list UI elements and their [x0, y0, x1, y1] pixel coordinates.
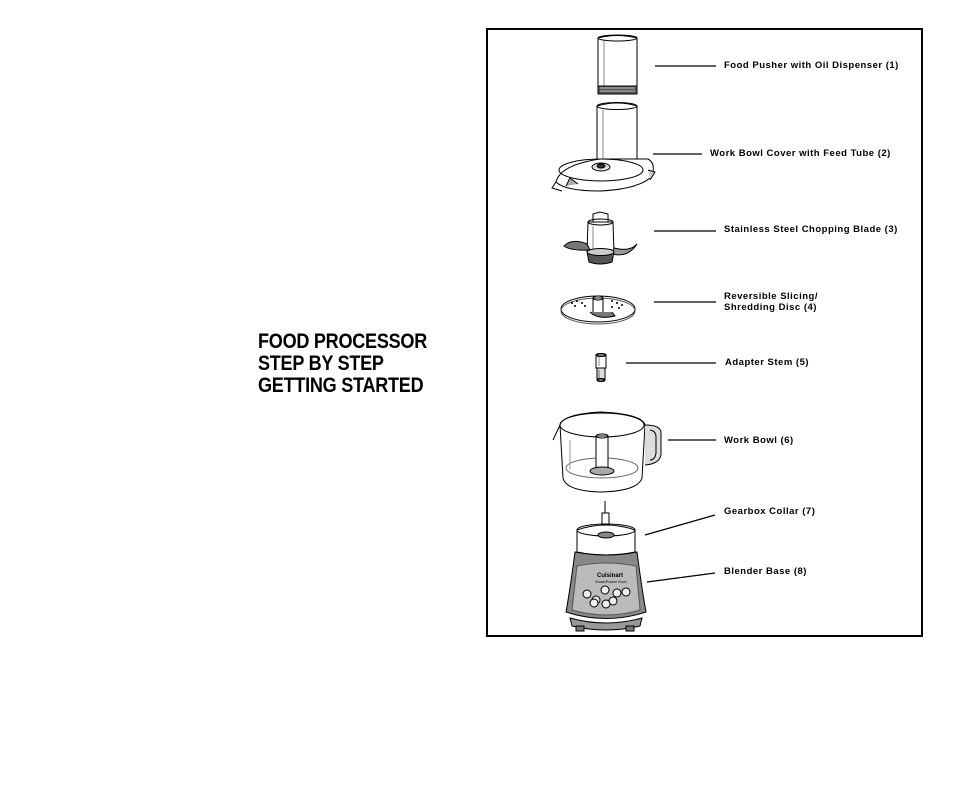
parts-diagram-frame: [486, 28, 923, 637]
title-line-2: STEP BY STEP: [258, 352, 384, 375]
part-label-slicing-disc-line-2: Shredding Disc (4): [724, 302, 817, 313]
part-label-blender-base: Blender Base (8): [724, 566, 807, 577]
leader-line-8: [646, 572, 716, 583]
adapter-stem-illustration: [595, 353, 607, 382]
food-pusher-illustration: [597, 34, 638, 95]
leader-lines: [626, 65, 716, 583]
part-label-chopping-blade: Stainless Steel Chopping Blade (3): [724, 224, 898, 235]
chopping-blade-illustration: [563, 211, 638, 265]
page-title: FOOD PROCESSOR STEP BY STEP GETTING STAR…: [258, 331, 430, 397]
slicing-disc-illustration: [560, 295, 636, 325]
leader-line-7: [644, 514, 716, 536]
part-label-work-bowl-cover: Work Bowl Cover with Feed Tube (2): [710, 148, 891, 159]
part-label-work-bowl: Work Bowl (6): [724, 435, 794, 446]
part-label-adapter-stem: Adapter Stem (5): [725, 357, 810, 368]
blender-base-illustration: Cuisinart SmartPower Duet: [565, 501, 647, 632]
title-line-3: GETTING STARTED: [258, 374, 424, 397]
title-line-1: FOOD PROCESSOR: [258, 330, 427, 353]
base-model: SmartPower Duet: [595, 579, 627, 584]
part-label-slicing-disc-line-1: Reversible Slicing/: [724, 291, 818, 302]
part-label-gearbox-collar: Gearbox Collar (7): [724, 506, 816, 517]
base-logo: Cuisinart: [597, 573, 623, 579]
work-bowl-cover-illustration: [551, 102, 656, 192]
part-label-food-pusher: Food Pusher with Oil Dispenser (1): [724, 60, 899, 71]
part-label-slicing-disc: Reversible Slicing/ Shredding Disc (4): [724, 291, 818, 313]
work-bowl-illustration: [552, 411, 662, 493]
